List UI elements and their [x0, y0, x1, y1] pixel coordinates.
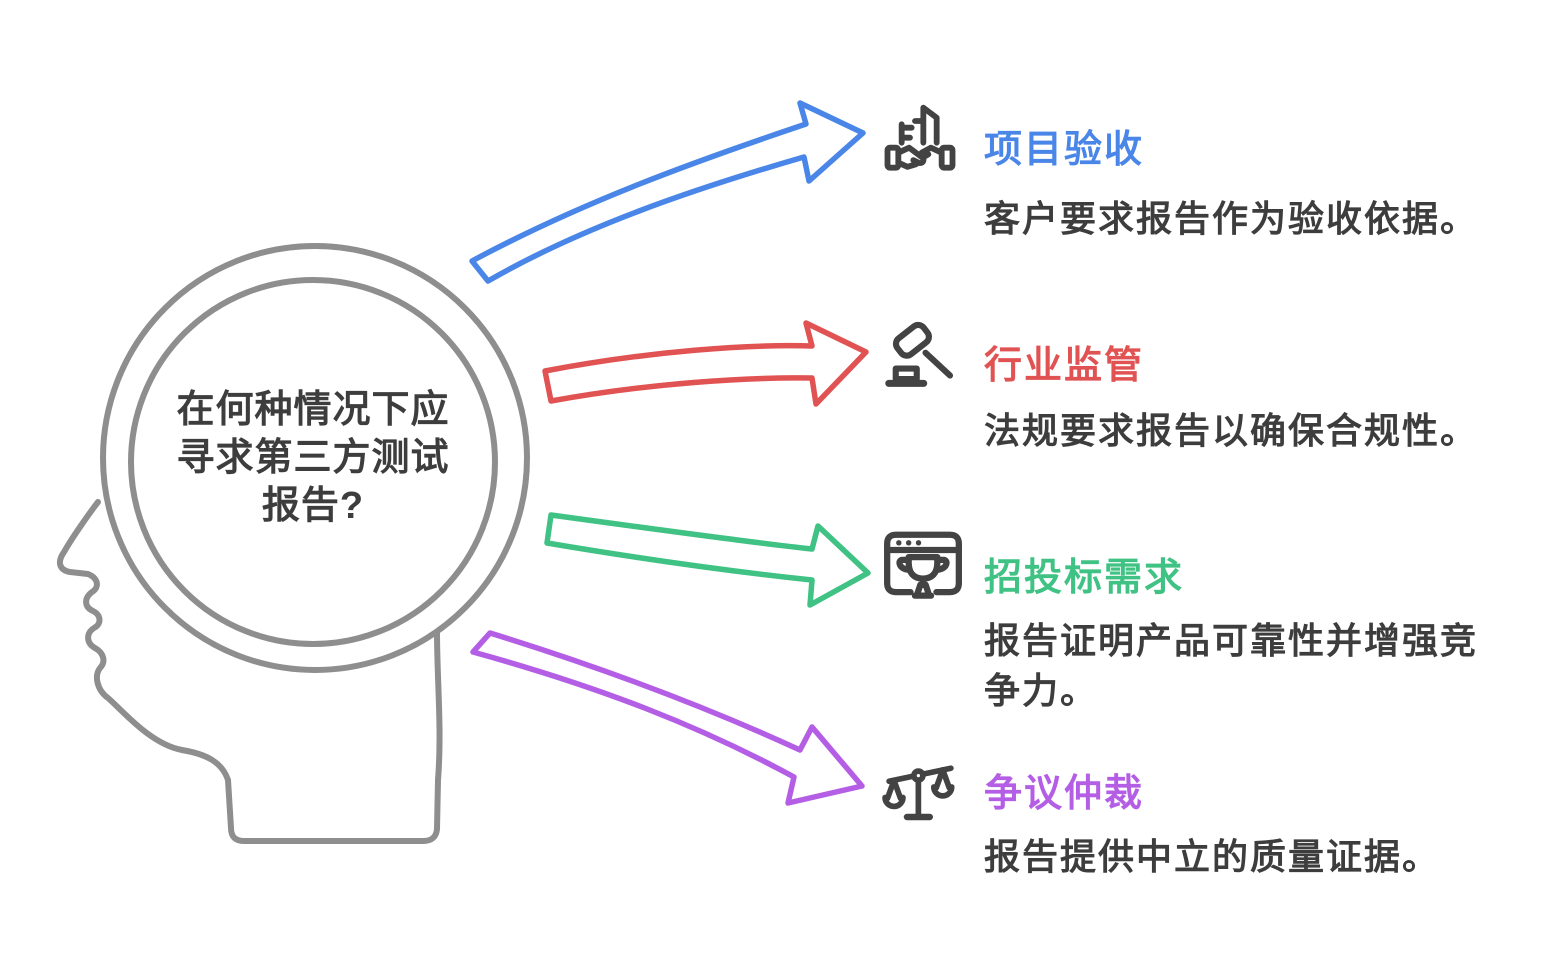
- arrow-dispute-arbitration: [470, 630, 865, 806]
- arrow-industry-regulation: [542, 320, 869, 407]
- item-title: 招投标需求: [984, 557, 1185, 599]
- gavel-icon: [885, 321, 954, 387]
- head-outer-circle: [100, 243, 530, 673]
- item-description: 报告证明产品可靠性并增强竞争力。: [984, 620, 1479, 711]
- head-question-text: 在何种情况下应 寻求第三方测试 报告?: [176, 389, 450, 527]
- head-silhouette: [56, 243, 530, 844]
- item-description: 法规要求报告以确保合规性。: [984, 410, 1479, 451]
- item-description: 报告提供中立的质量证据。: [984, 836, 1441, 877]
- item-title: 行业监管: [984, 345, 1145, 387]
- item-description: 客户要求报告作为验收依据。: [984, 198, 1479, 239]
- browser-trophy-icon: [884, 531, 962, 599]
- arrow-project-acceptance: [469, 100, 866, 284]
- scales-icon: [882, 765, 955, 821]
- brain-circle: [128, 277, 498, 647]
- item-title: 项目验收: [984, 129, 1145, 171]
- handshake-deal-icon: [884, 104, 956, 171]
- arrow-bidding-requirement: [544, 512, 871, 608]
- item-title: 争议仲裁: [984, 773, 1145, 815]
- face-profile: [56, 499, 443, 844]
